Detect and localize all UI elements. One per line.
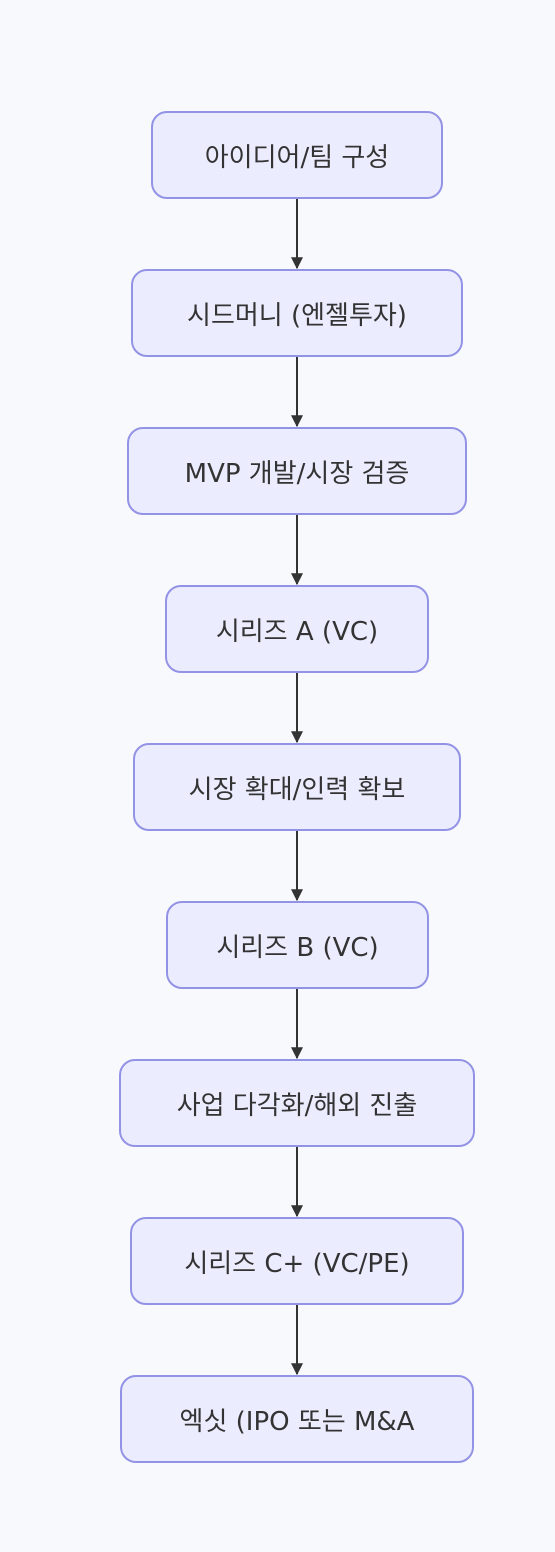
node-series-c: 시리즈 C+ (VC/PE)	[130, 1217, 464, 1305]
node-label: 시리즈 B (VC)	[216, 932, 379, 963]
node-series-b: 시리즈 B (VC)	[166, 901, 429, 989]
node-exit: 엑싯 (IPO 또는 M&A	[120, 1375, 474, 1463]
node-label: 시리즈 A (VC)	[215, 616, 379, 647]
node-label: 엑싯 (IPO 또는 M&A	[179, 1406, 415, 1437]
node-mvp-validation: MVP 개발/시장 검증	[127, 427, 467, 515]
node-market-expansion: 시장 확대/인력 확보	[133, 743, 461, 831]
node-idea-team: 아이디어/팀 구성	[151, 111, 443, 199]
node-label: 시드머니 (엔젤투자)	[187, 300, 407, 331]
node-label: 시리즈 C+ (VC/PE)	[184, 1248, 410, 1279]
node-series-a: 시리즈 A (VC)	[165, 585, 429, 673]
node-seed-money: 시드머니 (엔젤투자)	[131, 269, 463, 357]
node-label: 시장 확대/인력 확보	[188, 774, 406, 805]
node-diversification: 사업 다각화/해외 진출	[119, 1059, 475, 1147]
node-label: 아이디어/팀 구성	[204, 142, 390, 173]
node-label: 사업 다각화/해외 진출	[176, 1090, 418, 1121]
node-label: MVP 개발/시장 검증	[184, 458, 410, 489]
